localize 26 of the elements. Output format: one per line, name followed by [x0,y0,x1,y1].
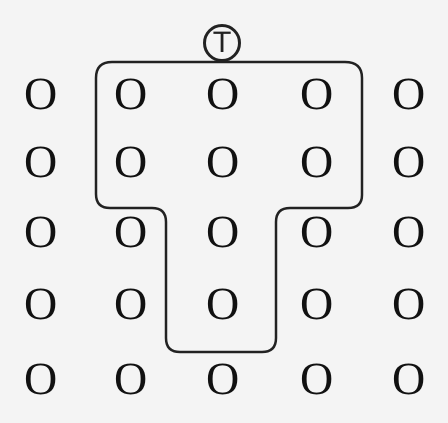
letter: O [300,281,334,327]
letter: O [114,281,148,327]
letter: O [114,209,148,255]
letter: O [114,139,148,185]
letter: O [300,71,334,117]
letter: O [392,71,426,117]
letter: O [300,356,334,402]
letter: O [114,356,148,402]
letter: O [392,139,426,185]
letter: O [24,139,58,185]
letter: O [24,281,58,327]
letter: O [24,356,58,402]
letter: O [114,71,148,117]
letter: O [300,139,334,185]
letter: O [300,209,334,255]
letter: O [392,209,426,255]
letter: O [206,71,240,117]
letter: O [206,356,240,402]
letter: O [206,139,240,185]
letter: O [392,356,426,402]
letter: O [24,209,58,255]
circled-letter: T [203,24,241,62]
letter: O [206,209,240,255]
letter: O [392,281,426,327]
letter: O [24,71,58,117]
letter: O [206,281,240,327]
